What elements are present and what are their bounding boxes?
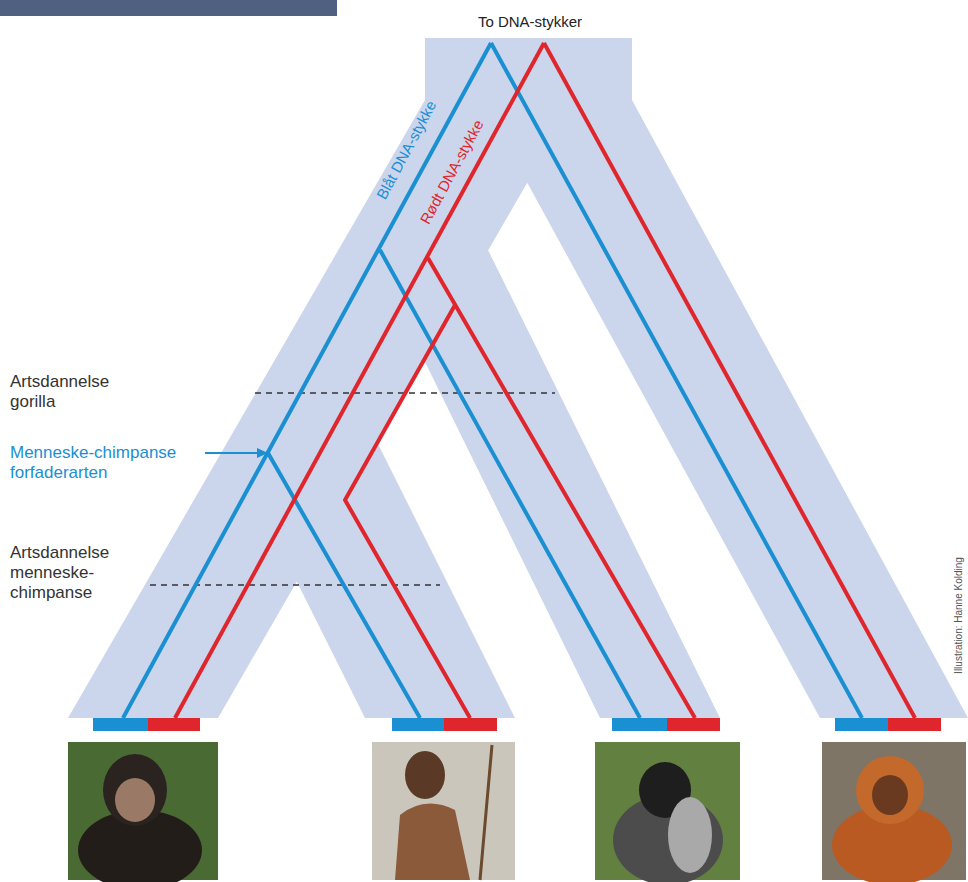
gene-lineage	[268, 453, 420, 718]
human-photo	[372, 742, 515, 880]
orangutan-face	[872, 775, 908, 815]
credit-label: Illustration: Hanne Kolding	[952, 557, 965, 674]
orangutan-head	[856, 756, 924, 824]
orangutan-photo	[822, 742, 966, 882]
blue-segment	[392, 718, 444, 731]
header-bar	[0, 0, 337, 16]
gene-lineage	[491, 43, 862, 718]
blue-segment	[93, 718, 148, 731]
chimp-photo	[68, 742, 218, 882]
gene-lineage	[345, 305, 470, 718]
blue-segment	[835, 718, 888, 731]
ancestor-label: Menneske-chimpanse forfaderarten	[10, 443, 200, 483]
chimp-head	[103, 754, 167, 826]
species-bands	[68, 38, 968, 718]
red-segment	[667, 718, 720, 731]
spear	[480, 745, 492, 880]
red-segment	[444, 718, 497, 731]
gene-lineage	[123, 43, 491, 718]
gorilla-photo	[595, 742, 740, 882]
blue-gene-tree	[123, 43, 862, 718]
gene-lineage	[175, 43, 544, 718]
top-label: To DNA-stykker	[478, 12, 582, 32]
gene-lineage	[428, 258, 695, 718]
human-body	[395, 804, 470, 880]
red-segment	[148, 718, 200, 731]
gorilla-back	[668, 797, 712, 873]
gene-lineage	[544, 43, 915, 718]
human-head	[405, 751, 445, 799]
photo-ground	[372, 742, 515, 880]
dna-bars	[93, 718, 941, 731]
human-band	[227, 442, 515, 718]
red-gene-tree	[175, 43, 915, 718]
red-segment	[888, 718, 941, 731]
event-label: Artsdannelse gorilla	[10, 372, 140, 412]
chimp-face	[115, 778, 155, 822]
blue-segment	[612, 718, 667, 731]
pointer-arrow	[205, 452, 258, 454]
event-label: Artsdannelse menneske-chimpanse	[10, 543, 125, 603]
gene-lineage	[380, 250, 640, 718]
arrow-head	[257, 448, 268, 458]
